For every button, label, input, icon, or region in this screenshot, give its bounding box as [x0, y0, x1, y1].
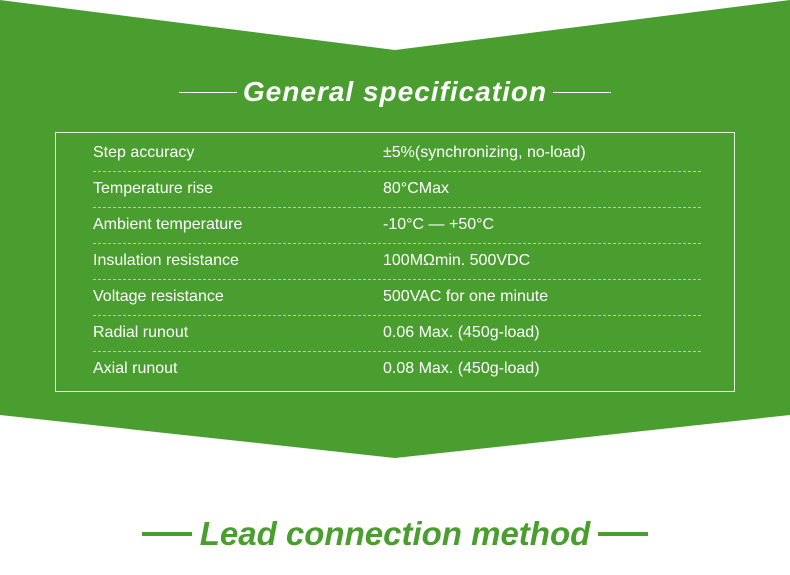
title-decor-line-right	[553, 91, 612, 93]
general-specification-title: General specification	[242, 76, 548, 107]
spec-label: Step accuracy	[93, 144, 195, 161]
spec-row-step-accuracy: Step accuracy ±5%(synchronizing, no-load…	[93, 135, 701, 172]
spec-label: Radial runout	[93, 324, 189, 341]
spec-row-insulation-resistance: Insulation resistance 100MΩmin. 500VDC	[93, 243, 701, 280]
spec-value: ±5%(synchronizing, no-load)	[383, 144, 586, 161]
spec-label: Temperature rise	[93, 180, 214, 197]
spec-label: Insulation resistance	[93, 252, 239, 269]
lead-decor-line-right	[598, 532, 649, 536]
spec-value: -10°C — +50°C	[383, 216, 495, 233]
lead-connection-title: Lead connection method	[199, 515, 591, 552]
spec-row-ambient-temperature: Ambient temperature -10°C — +50°C	[93, 207, 701, 244]
spec-row-temperature-rise: Temperature rise 80°CMax	[93, 171, 701, 208]
spec-row-voltage-resistance: Voltage resistance 500VAC for one minute	[93, 279, 701, 316]
spec-label: Axial runout	[93, 360, 178, 377]
lead-decor-line-left	[141, 532, 192, 536]
title-decor-line-left	[178, 91, 237, 93]
spec-value: 500VAC for one minute	[383, 288, 549, 305]
general-specification-heading: General specification	[0, 72, 790, 112]
lead-connection-heading: Lead connection method	[0, 512, 790, 556]
spec-row-radial-runout: Radial runout 0.06 Max. (450g-load)	[93, 315, 701, 352]
spec-row-axial-runout: Axial runout 0.08 Max. (450g-load)	[93, 351, 701, 387]
spec-label: Ambient temperature	[93, 216, 243, 233]
spec-value: 100MΩmin. 500VDC	[383, 252, 531, 269]
specification-table: Step accuracy ±5%(synchronizing, no-load…	[55, 132, 735, 392]
spec-value: 0.06 Max. (450g-load)	[383, 324, 540, 341]
green-banner-background	[0, 0, 790, 458]
spec-value: 80°CMax	[383, 180, 449, 197]
spec-value: 0.08 Max. (450g-load)	[383, 360, 540, 377]
spec-label: Voltage resistance	[93, 288, 224, 305]
